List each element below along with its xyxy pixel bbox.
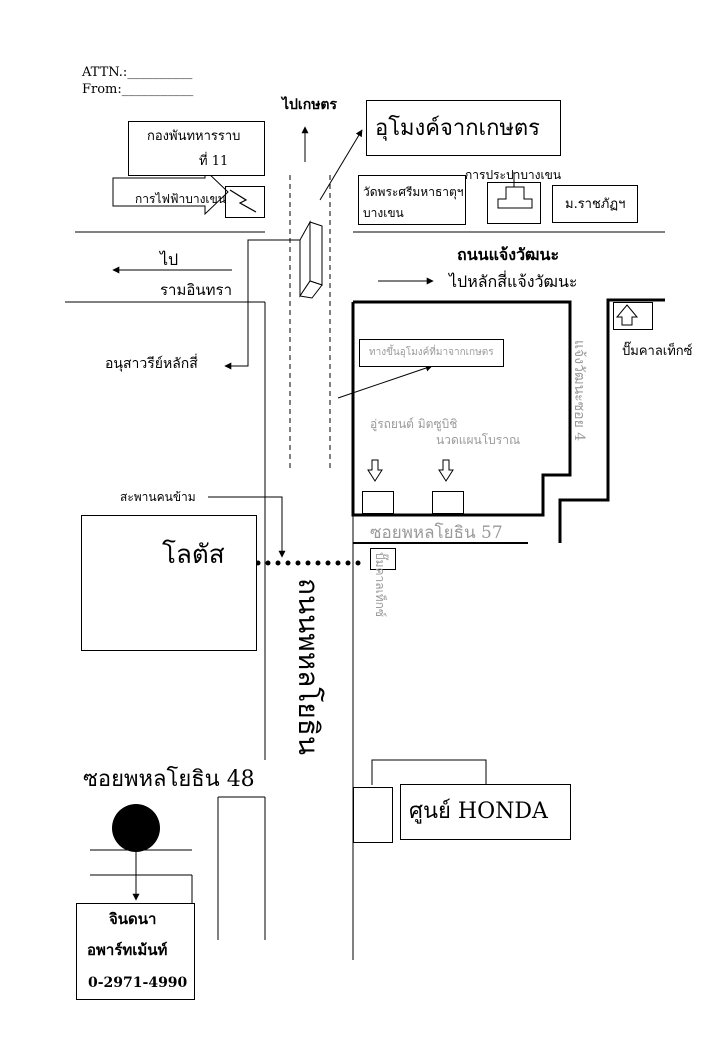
phone-label: 0-2971-4990 [88, 975, 188, 991]
army-label-2: ที่ 11 [199, 154, 229, 169]
block-outline [351, 300, 572, 517]
tunnel-label: อุโมงค์จากเกษตร [375, 116, 540, 141]
water-down-arrow [497, 186, 533, 209]
gas-up-arrow [615, 304, 639, 326]
massage-label: นวดแผนโบราณ [436, 433, 521, 447]
to-kaset-label: ไปเกษตร [282, 97, 338, 113]
to-laksi-label: ไปหลักสี่แจ้งวัฒนะ [449, 272, 578, 291]
honda-side-box [353, 787, 393, 843]
honda-outline [371, 759, 487, 785]
ram-inthra-label: รามอินทรา [160, 281, 232, 299]
gas-right-label: ปั๊มคาลเท็กซ์ [622, 344, 693, 359]
bridge-dots [255, 560, 361, 566]
wat-label-2: บางเขน [363, 206, 404, 220]
gas-right-box [613, 302, 653, 330]
lotus-label: โลตัส [162, 540, 225, 570]
arrow-tunnel [319, 129, 363, 201]
arrow-bridge [208, 496, 286, 558]
monument-label: อนุสาวรีย์หลักสี่ [105, 356, 198, 372]
lightning-icon [229, 189, 257, 213]
lotus-box: โลตัส [81, 515, 257, 651]
wat-box: วัดพระศรีมหาธาตุฯ บางเขน [358, 175, 466, 225]
dest-label-2: อพาร์ทเม้นท์ [87, 941, 168, 959]
arrow-tunnel-ramp [337, 364, 433, 399]
ngamwong-label: ถนนแจ้งวัฒนะ [457, 245, 560, 264]
tunnel-portal-icon [299, 220, 323, 299]
electric-label: การไฟฟ้าบางเขน [135, 192, 226, 206]
army-label-1: กองพันทหารราบ [147, 129, 241, 144]
tunnel-ramp-box: ทางขึ้นอุโมงค์ที่มาจากเกษตร [359, 339, 504, 367]
electric-box [225, 186, 265, 218]
phahon-road-label: ถนนพหลโยธิน [292, 578, 325, 755]
water-label: การประปาบางเขน [465, 168, 562, 182]
electric-arrow-shape [112, 168, 229, 216]
soi48-label: ซอยพหลโยธิน 48 [83, 767, 255, 792]
car-shop-arrow [367, 459, 383, 482]
from-line: From:___________ [82, 82, 194, 97]
destination-box: จินดนา อพาร์ทเม้นท์ 0-2971-4990 [76, 903, 195, 1000]
honda-label: ศูนย์ HONDA [409, 799, 548, 824]
arrow-monument [224, 239, 300, 370]
soi57-label: ซอยพหลโยธิน 57 [370, 523, 503, 543]
car-shop-box [362, 491, 394, 514]
gas-center-box [370, 548, 396, 570]
wat-label-1: วัดพระศรีมหาธาตุฯ [363, 185, 464, 199]
chaeng-soi4-road [558, 298, 665, 543]
rajabhat-label: ม.ราชภัฏฯ [565, 197, 626, 212]
massage-arrow [438, 459, 454, 482]
gas-center-label: ปั๊มคาลเท็กซ์ [373, 552, 387, 618]
attn-line: ATTN.:__________ [82, 65, 193, 80]
army-box: กองพันทหารราบ ที่ 11 [128, 121, 265, 176]
rajabhat-box: ม.ราชภัฏฯ [552, 185, 638, 223]
honda-box: ศูนย์ HONDA [400, 784, 571, 840]
destination-marker-icon [112, 804, 160, 852]
to-label: ไป [160, 250, 179, 269]
tunnel-ramp-label: ทางขึ้นอุโมงค์ที่มาจากเกษตร [369, 347, 494, 358]
dest-label-1: จินดนา [109, 910, 157, 928]
water-box [487, 182, 541, 224]
chaeng-soi4-label: แจ้งวัฒนะซอย 4 [571, 340, 587, 442]
bridge-label: สะพานคนข้าม [120, 490, 196, 504]
massage-box [432, 491, 464, 514]
car-shop-label: อู่รถยนต์ มิตซูบิชิ [370, 417, 458, 431]
tunnel-box: อุโมงค์จากเกษตร [366, 100, 561, 156]
